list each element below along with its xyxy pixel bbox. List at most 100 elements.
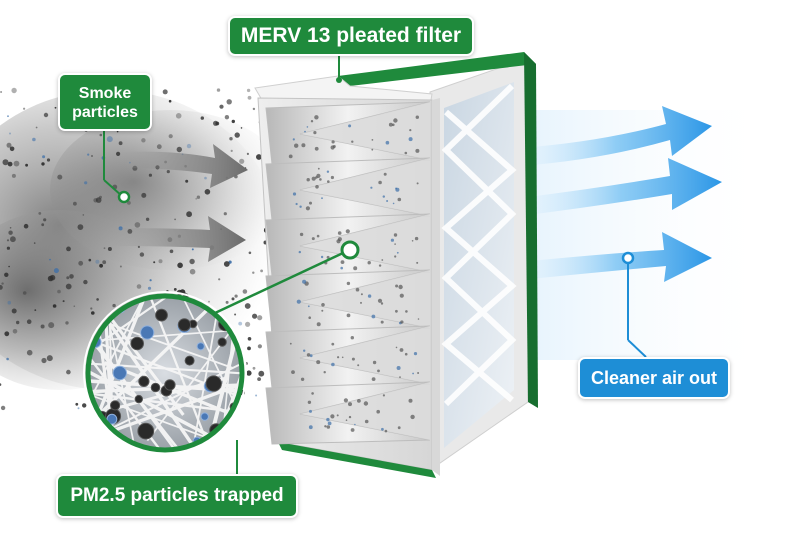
particle-dot [163,89,168,94]
particle-dot [23,108,25,110]
particle-dot [16,321,19,324]
particle-dot [417,182,419,184]
particle-dot [49,259,51,261]
particle-dot [289,155,293,159]
particle-dot [54,268,59,273]
particle-dot [385,430,388,433]
particle-dot [23,291,27,295]
particle-dot [219,105,223,109]
particle-dot [111,401,120,410]
particle-dot [405,152,408,155]
particle-dot [383,195,385,197]
particle-dot [396,347,398,349]
particle-dot [174,288,177,291]
particle-dot [7,239,9,241]
particle-dot [337,356,339,358]
particle-dot [7,247,10,250]
particle-dot [156,309,168,321]
particle-dot [10,147,15,152]
particle-dot [119,141,123,145]
filter-label: MERV 13 pleated filter [228,16,474,56]
particle-dot [245,303,251,309]
particle-dot [177,263,183,269]
particle-dot [201,116,204,119]
particle-dot [204,177,207,180]
particle-dot [148,287,151,290]
particle-dot [224,261,230,267]
particle-dot [312,177,316,181]
particle-dot [69,274,74,279]
particle-dot [328,422,332,426]
particle-dot [357,399,361,403]
particle-dot [95,260,99,264]
particle-dot [327,171,329,173]
particle-dot [47,158,50,161]
particle-dot [381,302,383,304]
particle-dot [331,343,334,346]
particle-dot [393,203,395,205]
particle-dot [32,138,36,142]
particle-dot [383,394,385,396]
particle-dot [248,96,252,100]
particle-dot [294,144,298,148]
particle-dot [346,229,350,233]
particle-dot [368,261,371,264]
particle-dot [372,139,374,141]
particle-dot [252,272,254,274]
particle-dot [245,322,250,327]
particle-dot [296,203,298,205]
particle-dot [315,147,319,151]
particle-dot [47,355,53,361]
particle-dot [293,138,295,140]
particle-dot [317,235,320,238]
particle-dot [112,304,115,307]
particle-dot [48,322,54,328]
particle-dot [414,352,417,355]
particle-dot [384,173,387,176]
particle-dot [349,416,351,418]
particle-dot [307,353,311,357]
particle-dot [372,377,376,381]
particle-dot [102,260,106,264]
particle-dot [394,243,396,245]
particle-dot [351,141,353,143]
particle-dot [235,295,238,298]
particle-dot [65,321,68,324]
particle-dot [165,380,175,390]
particle-dot [309,410,312,413]
smoke-particles-label: Smoke particles [58,73,152,131]
particle-dot [257,315,262,320]
particle-dot [140,252,144,256]
particle-dot [116,152,120,156]
particle-dot [235,132,240,137]
particle-dot [189,259,194,264]
particle-dot [321,303,325,307]
particle-dot [195,198,197,200]
particle-dot [238,322,242,326]
particle-dot [187,144,191,148]
particle-dot [409,399,413,403]
particle-dot [229,137,232,140]
particle-dot [370,187,372,189]
particle-dot [169,134,173,138]
particle-dot [299,206,301,208]
particle-dot [197,343,204,350]
particle-dot [159,259,163,263]
particle-dot [53,304,57,308]
particle-dot [87,154,89,156]
particle-dot [63,300,65,302]
particle-dot [303,350,305,352]
particle-dot [91,155,93,157]
particle-dot [391,239,394,242]
particle-dot [78,261,83,266]
particle-dot [308,316,311,319]
particle-dot [226,301,229,304]
particle-dot [344,398,348,402]
particle-dot [412,373,414,375]
particle-dot [309,425,313,429]
particle-dot [66,284,72,290]
particle-dot [348,402,352,406]
particle-dot [316,174,320,178]
particle-dot [25,164,28,167]
particle-dot [409,137,413,141]
